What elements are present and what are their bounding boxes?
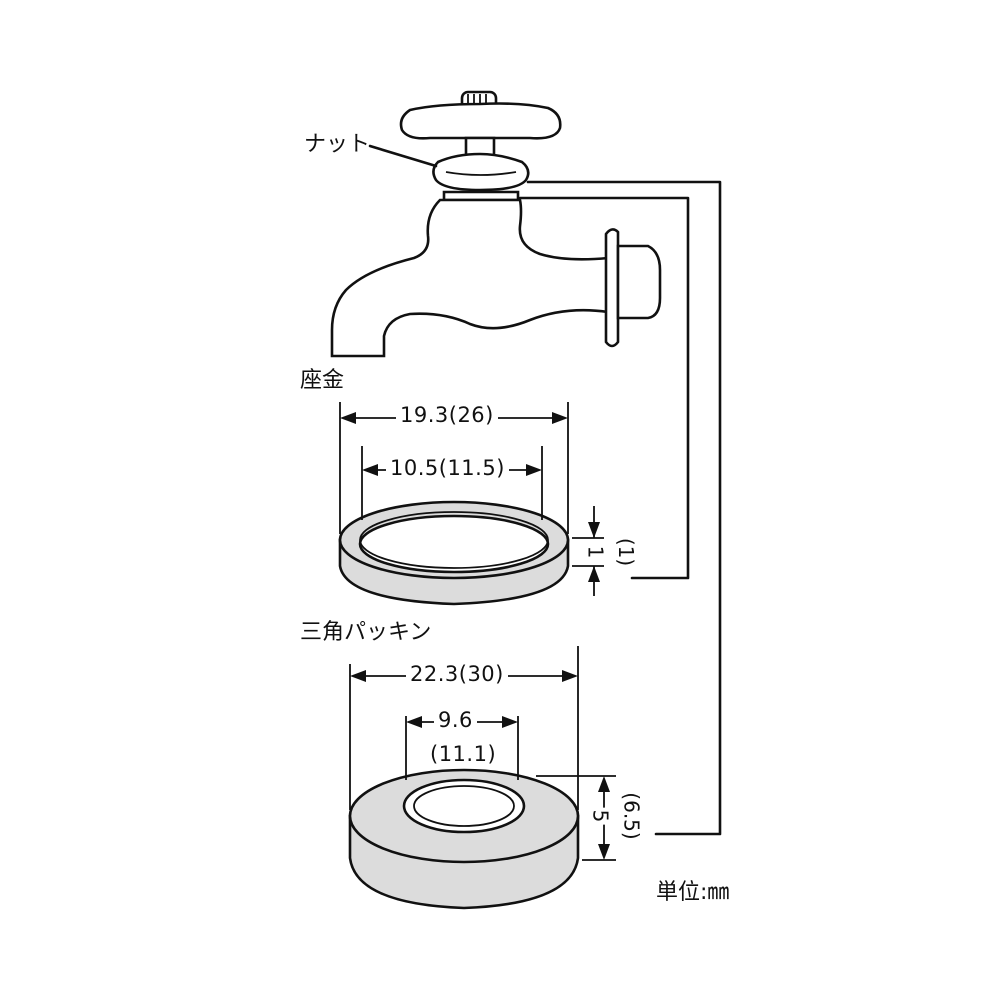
washer-ring xyxy=(338,500,570,606)
unit-label: 単位:㎜ xyxy=(656,880,730,905)
nut-leader-line xyxy=(368,144,438,168)
washer-thickness-alt-dim: (1) xyxy=(614,535,639,569)
faucet-body xyxy=(330,198,610,358)
washer-inner-dim: 10.5(11.5) xyxy=(386,458,509,479)
packing-height-alt-dim: (6.5) xyxy=(619,790,644,842)
faucet-flange xyxy=(604,228,620,348)
nut-label: ナット xyxy=(304,132,371,157)
packing-bracket-line xyxy=(526,180,722,836)
triangle-packing-ring xyxy=(348,768,580,910)
packing-inner-alt-dim: (11.1) xyxy=(426,744,501,765)
faucet-thread-end xyxy=(616,244,662,320)
triangle-packing-label: 三角パッキン xyxy=(300,620,432,645)
packing-inner-dim: 9.6 xyxy=(434,710,477,731)
nut-part xyxy=(432,152,530,192)
washer-label: 座金 xyxy=(300,368,345,393)
packing-height-dim: 5 xyxy=(588,807,613,825)
faucet-handle xyxy=(399,102,562,140)
packing-outer-dim: 22.3(30) xyxy=(406,664,508,685)
washer-thickness-dim: 1 xyxy=(583,543,608,561)
faucet-illustration xyxy=(330,90,662,358)
washer-bracket-line xyxy=(518,196,690,580)
washer-outer-dim: 19.3(26) xyxy=(396,405,498,426)
